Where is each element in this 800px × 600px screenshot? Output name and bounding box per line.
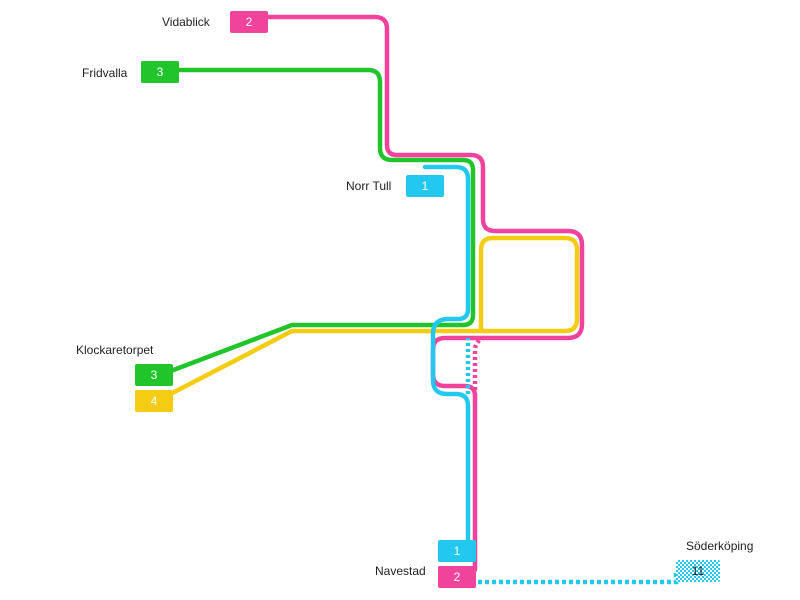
- route-line-11: [478, 572, 679, 585]
- line-badge-fridvalla-3: 3: [141, 61, 179, 83]
- stop-label-norr-tull: Norr Tull: [346, 179, 392, 193]
- stop-label-soderkoping: Söderköping: [686, 539, 754, 553]
- route-line-1: [422, 164, 471, 553]
- line-badge-klockaretorpet-4: 4: [135, 390, 173, 412]
- line-badge-vidablick-2: 2: [230, 11, 268, 33]
- route-line-3: [152, 67, 476, 380]
- line-badge-klockaretorpet-3: 3: [135, 364, 173, 386]
- route-line-2-branch: [472, 335, 485, 396]
- line-badge-norr-tull-1: 1: [406, 175, 444, 197]
- line-badge-soderkoping-11: 11: [676, 560, 720, 582]
- stop-label-klockaretorpet: Klockaretorpet: [76, 343, 154, 357]
- stop-label-vidablick: Vidablick: [162, 15, 210, 29]
- line-badge-navestad-2: 2: [438, 566, 476, 588]
- line-badge-navestad-1: 1: [438, 540, 476, 562]
- route-line-4: [152, 235, 580, 405]
- route-line-2: [247, 14, 585, 573]
- stop-label-navestad: Navestad: [375, 564, 426, 578]
- stop-label-fridvalla: Fridvalla: [82, 66, 128, 80]
